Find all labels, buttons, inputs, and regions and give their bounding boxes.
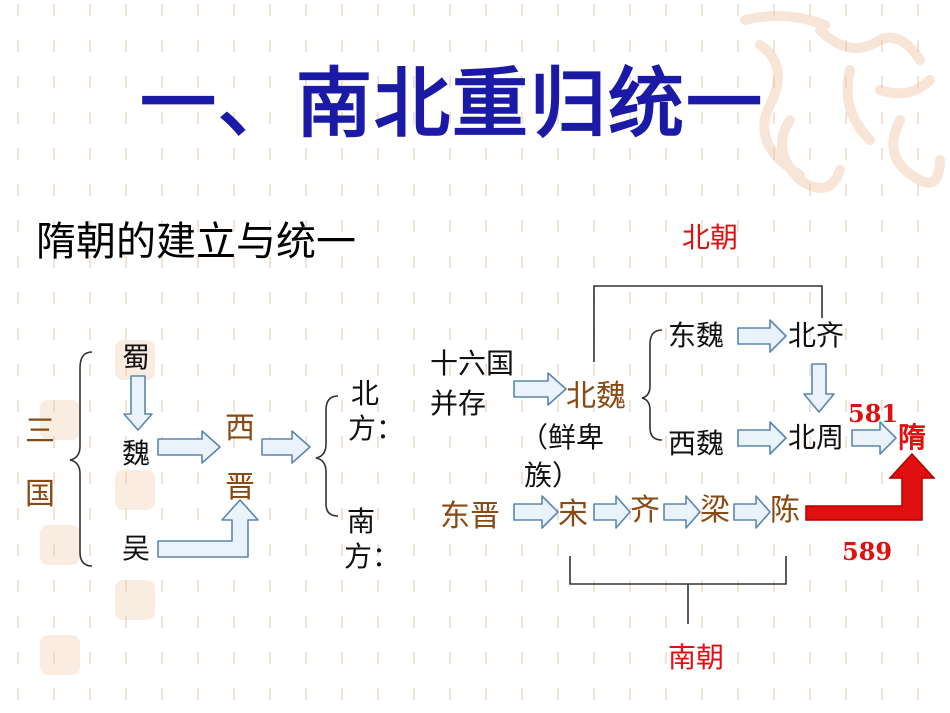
node-northern-zhou: 北周 [788,421,845,454]
node-chen: 陈 [770,493,800,528]
three-kingdoms-brace [69,351,93,567]
node-western-jin: 西晋 [225,411,255,505]
label-northern-dynasties: 北朝 [682,221,739,254]
node-northern-qi: 北齐 [788,319,845,352]
node-western-wei: 西魏 [668,427,725,460]
arrow-qi-to-liang [663,495,701,529]
node-wei: 魏 [122,437,151,470]
north-south-brace [315,395,339,517]
seal-stamp-icon [115,580,155,620]
seal-stamp-icon [115,340,155,380]
arrow-wei-to-western-jin [157,430,221,464]
arrow-eastern-jin-to-song [513,495,559,529]
node-northern-wei: 北魏 [566,379,626,414]
label-north: 北方： [348,377,405,445]
northern-dynasties-bracket [593,285,823,362]
label-south: 南方： [344,505,401,573]
node-qi: 齐 [630,493,660,528]
arrow-wu-to-western-jin [157,499,259,558]
year-unification: 589 [842,537,893,566]
northern-wei-brace [641,329,663,441]
arrow-song-to-qi [593,495,631,529]
seal-stamp-icon [40,400,80,440]
section-subtitle: 隋朝的建立与统一 [36,219,356,265]
seal-stamp-icon [40,635,80,675]
node-shu: 蜀 [122,341,151,374]
seal-stamp-icon [115,470,155,510]
note-xianbei: （鲜卑 [520,421,605,454]
arrow-chen-to-sui-unification [805,452,936,521]
node-sui: 隋 [898,421,927,454]
arrow-western-jin-to-split [261,430,311,464]
page-title: 一、南北重归统一 [140,59,764,148]
node-wu: 吴 [122,532,151,565]
node-eastern-jin: 东晋 [440,499,500,534]
label-southern-dynasties: 南朝 [668,641,725,674]
year-founding: 581 [848,399,899,428]
seal-watermark-icon [740,11,945,193]
note-xianbei-tribe: 族） [524,459,581,492]
southern-dynasties-bracket [569,556,787,585]
node-liang: 梁 [700,493,730,528]
node-eastern-wei: 东魏 [668,319,725,352]
seal-stamp-icon [40,525,80,565]
arrow-western-wei-to-northern-zhou [737,421,787,455]
arrow-liang-to-chen [733,495,771,529]
node-three-kingdoms: 三国 [25,414,55,512]
arrow-northern-zhou-to-sui [851,421,897,455]
node-song: 宋 [558,497,588,532]
node-sixteen-kingdoms-coexist: 并存 [430,387,487,420]
arrow-sixteen-to-northern-wei [513,372,567,406]
arrow-northern-qi-to-northern-zhou [803,363,835,413]
node-sixteen-kingdoms: 十六国 [430,347,515,380]
arrow-eastern-wei-to-northern-qi [737,319,787,353]
arrow-shu-to-wei [123,375,153,431]
